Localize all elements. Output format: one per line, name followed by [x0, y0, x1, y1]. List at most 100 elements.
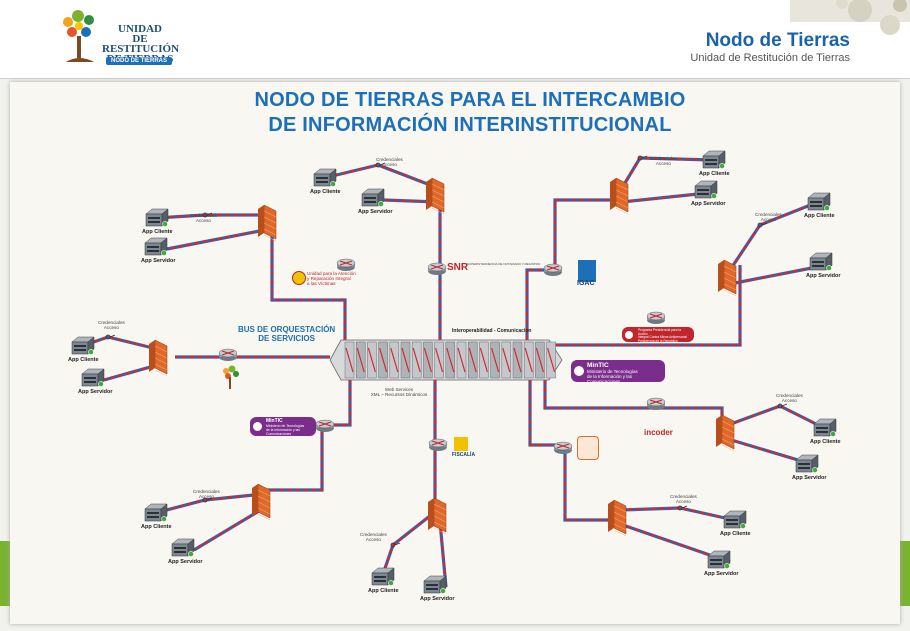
link-bottom-client-dash: [381, 507, 441, 578]
tree-logo-icon: [63, 10, 94, 62]
link-right-client-dash: [729, 201, 819, 271]
network-nodes: [71, 150, 837, 594]
service-bus: [329, 339, 563, 381]
router-left: [218, 348, 238, 361]
label-client-left: App Cliente: [68, 357, 99, 363]
diagram-title-line2: DE INFORMACIÓN INTERINSTITUCIONAL: [268, 114, 672, 136]
bus-segment-link: [547, 347, 556, 373]
router-igac: [543, 263, 563, 276]
client-server-top: [313, 168, 337, 187]
header-subtitle: Unidad de Restitución de Tierras: [690, 52, 850, 64]
left-green-bar: [0, 541, 12, 606]
credential-key-bottomright: [677, 505, 688, 511]
firewall-right: [718, 259, 737, 297]
link-bottom-server-dash: [439, 521, 447, 588]
link-topright-client-dash: [621, 156, 714, 189]
router-mintic-small-2: [315, 419, 335, 432]
credential-key-rightlow: [777, 403, 788, 409]
credential-key-bottom: [390, 542, 401, 548]
bus-segment-link: [423, 347, 432, 373]
right-green-bar: [898, 541, 910, 606]
bus-segment-link: [367, 347, 376, 373]
label-client-bottomright: App Cliente: [720, 531, 751, 537]
firewall-topright: [610, 177, 629, 215]
link-top-client: [323, 163, 439, 190]
bus-segment-link: [535, 347, 544, 373]
app-server-top: [361, 188, 385, 207]
label-server-topright: App Servidor: [691, 201, 726, 207]
bus-segment-link: [446, 347, 455, 373]
link-bus-topright-dash: [526, 199, 625, 340]
client-server-bottomright: [723, 510, 747, 529]
igac-emblem: [578, 260, 596, 282]
app-server-left: [81, 368, 105, 387]
bus-segment-link: [379, 347, 388, 373]
bus-segment-link: [401, 347, 410, 373]
label-client-topright: App Cliente: [699, 171, 730, 177]
firewall-bottomleft: [252, 483, 271, 521]
label-client-top: App Cliente: [310, 189, 341, 195]
router-snr: [427, 262, 447, 275]
app-server-right: [809, 252, 833, 271]
urt-small-logo: [220, 364, 240, 398]
bus-segment-link: [513, 347, 522, 373]
client-server-rightlow: [813, 418, 837, 437]
client-server-bottom: [371, 567, 395, 586]
app-server-rightlow: [795, 454, 819, 473]
consolidacion-emblem: [577, 436, 599, 460]
router-consolidacion: [553, 441, 573, 454]
credential-key-left: [105, 334, 116, 340]
label-client-bottom: App Cliente: [368, 588, 399, 594]
link-rightlow-client-dash: [727, 404, 825, 429]
link-right-server-dash: [729, 263, 833, 285]
label-server-bottomright: App Servidor: [704, 571, 739, 577]
bus-segment-link: [435, 347, 444, 373]
fiscalia-logo: FISCALÍA: [452, 452, 476, 458]
router-fiscalia: [428, 438, 448, 451]
link-top-client-dash: [323, 163, 439, 189]
app-server-bottom: [423, 575, 447, 594]
igac-logo: IGAC: [577, 280, 595, 287]
label-client-rightlow: App Cliente: [810, 439, 841, 445]
victimas-emblem: [292, 271, 306, 285]
snr-logo: SNR: [447, 262, 469, 273]
credential-key-bottomleft: [202, 497, 213, 503]
bus-segment-link: [491, 347, 500, 373]
leaf-decoration-icon: [790, 0, 910, 35]
bus-segment-link: [502, 347, 511, 373]
logo-badge: NODO DE TIERRAS: [106, 57, 173, 65]
incoder-logo: incoder: [644, 428, 673, 437]
label-server-bottomleft: App Servidor: [168, 559, 203, 565]
credential-key-top: [375, 162, 386, 168]
firewall-bottom: [428, 497, 447, 535]
link-bus-rightlow-dash: [544, 380, 723, 420]
fiscalia-emblem: [454, 437, 468, 451]
label-client-right: App Cliente: [804, 213, 835, 219]
link-bottomright-client-dash: [619, 506, 735, 521]
link-bottomleft-server-dash: [193, 507, 265, 551]
router-incoder: [646, 397, 666, 410]
credential-key-right: [757, 222, 768, 228]
client-server-topright: [702, 150, 726, 169]
link-topleft-client-dash: [155, 214, 270, 219]
firewall-topleft: [258, 204, 277, 242]
link-bottomleft-client-dash: [154, 493, 265, 514]
link-bus-rightlow: [543, 380, 724, 420]
label-client-topleft: App Cliente: [142, 229, 173, 235]
header-title: Nodo de Tierras: [705, 30, 850, 51]
firewall-bottomright: [608, 499, 627, 537]
bus-segment-link: [479, 347, 488, 373]
credential-key-topright: [637, 155, 648, 161]
